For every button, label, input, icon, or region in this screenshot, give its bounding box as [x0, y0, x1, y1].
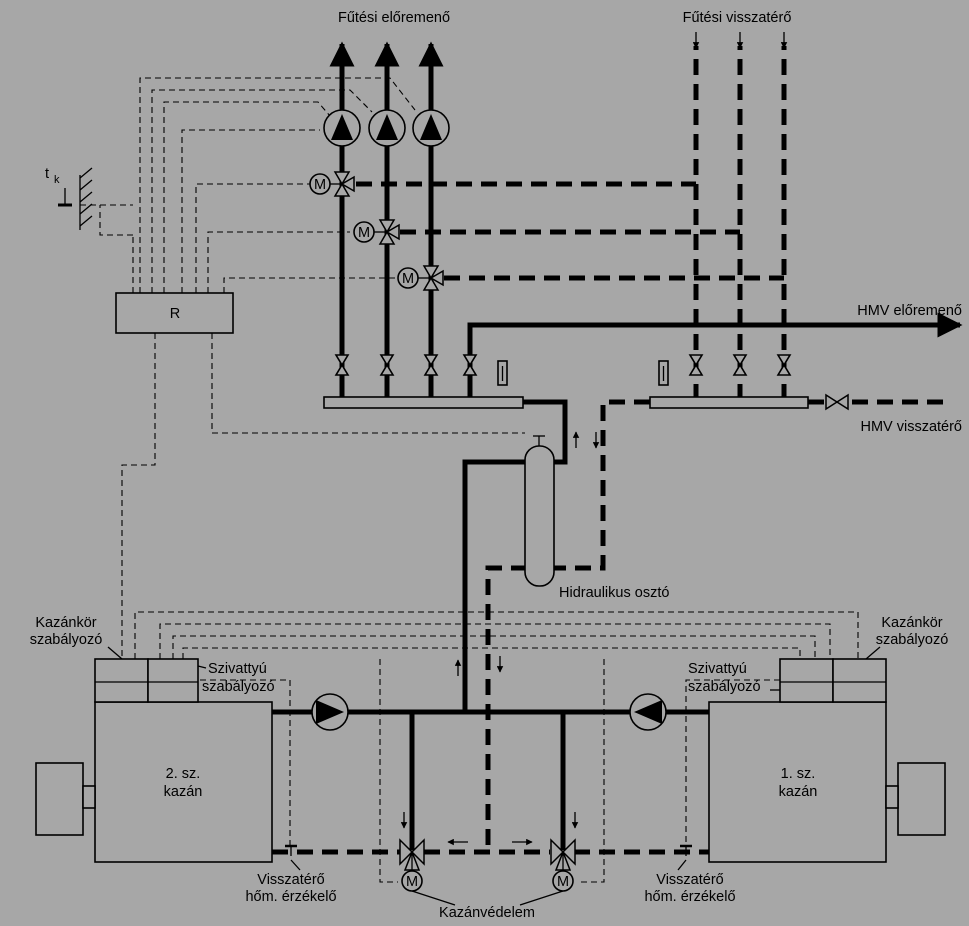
boiler-circuit-controller-left-1: Kazánkör: [35, 615, 96, 631]
motor-label: M: [406, 874, 418, 890]
boiler-1: 1. sz. kazán: [680, 658, 946, 863]
boiler-2: 2. sz. kazán: [35, 658, 297, 863]
pump-controller-left-1: Szivattyú: [208, 661, 267, 677]
three-way-valve-icon: M: [397, 265, 444, 291]
three-way-valve-icon: M: [399, 838, 425, 892]
heating-flow-label: Fűtési előremenő: [338, 10, 450, 26]
boiler-2-label-1: 2. sz.: [166, 766, 201, 782]
return-pipes: [272, 46, 948, 855]
boiler-1-label-2: kazán: [779, 784, 818, 800]
outdoor-sensor-label: t: [45, 166, 49, 182]
hmv-return-label: HMV visszatérő: [860, 419, 962, 435]
burner-left: [35, 762, 84, 836]
boiler-pumps: [311, 693, 667, 731]
motor-label: M: [402, 271, 414, 287]
leader-lines: [107, 646, 881, 871]
separator-direction-arrows: [400, 431, 600, 846]
flow-manifold: [323, 396, 524, 409]
return-arrows: [692, 32, 788, 49]
boiler-2-label-2: kazán: [164, 784, 203, 800]
pump-icon: [311, 693, 349, 731]
boiler-protection-valves: M M: [399, 838, 576, 906]
return-manifold: [649, 396, 809, 409]
motor-label: M: [358, 225, 370, 241]
hmv-flow-label: HMV előremenő: [857, 303, 962, 319]
control-signal-lines: [80, 77, 859, 883]
pump-controller-right-1: Szivattyú: [688, 661, 747, 677]
return-sensor-right-2: hőm. érzékelő: [644, 889, 735, 905]
three-way-valve-icon: M: [353, 219, 400, 245]
pump-icon: [412, 109, 450, 147]
boiler-circuit-controller-right-2: szabályozó: [876, 632, 949, 648]
motor-label: M: [557, 874, 569, 890]
return-sensor-left-1: Visszatérő: [257, 872, 324, 888]
boiler-protection-label: Kazánvédelem: [439, 905, 535, 921]
outdoor-sensor-sub: k: [54, 174, 60, 186]
hydraulic-separator: [524, 435, 555, 587]
controller-label: R: [170, 306, 180, 322]
hydraulic-separator-label: Hidraulikus osztó: [559, 585, 669, 601]
boiler-circuit-controller-right-1: Kazánkör: [881, 615, 942, 631]
heating-return-label: Fűtési visszatérő: [683, 10, 792, 26]
burner-right: [897, 762, 946, 836]
shutoff-valves: [335, 354, 849, 411]
return-sensor-left-2: hőm. érzékelő: [245, 889, 336, 905]
outdoor-sensor: t k: [45, 166, 93, 230]
return-sensor-right-1: Visszatérő: [656, 872, 723, 888]
thermometers: [497, 360, 669, 386]
pump-controller-right-2: szabályozó: [688, 679, 761, 695]
pump-icon: [323, 109, 361, 147]
boiler-1-label-1: 1. sz.: [781, 766, 816, 782]
pump-controller-left-2: szabályozó: [202, 679, 275, 695]
hmv-return-valve-icon: [825, 393, 849, 411]
three-way-valve-icon: M: [309, 171, 355, 197]
three-way-valve-icon: M: [550, 838, 576, 892]
heating-pumps: [323, 109, 450, 147]
controller-box: [115, 292, 234, 334]
pump-icon: [629, 693, 667, 731]
pump-icon: [368, 109, 406, 147]
motor-label: M: [314, 177, 326, 193]
boiler-circuit-controller-left-2: szabályozó: [30, 632, 103, 648]
mixing-valves: M M M: [309, 171, 444, 291]
